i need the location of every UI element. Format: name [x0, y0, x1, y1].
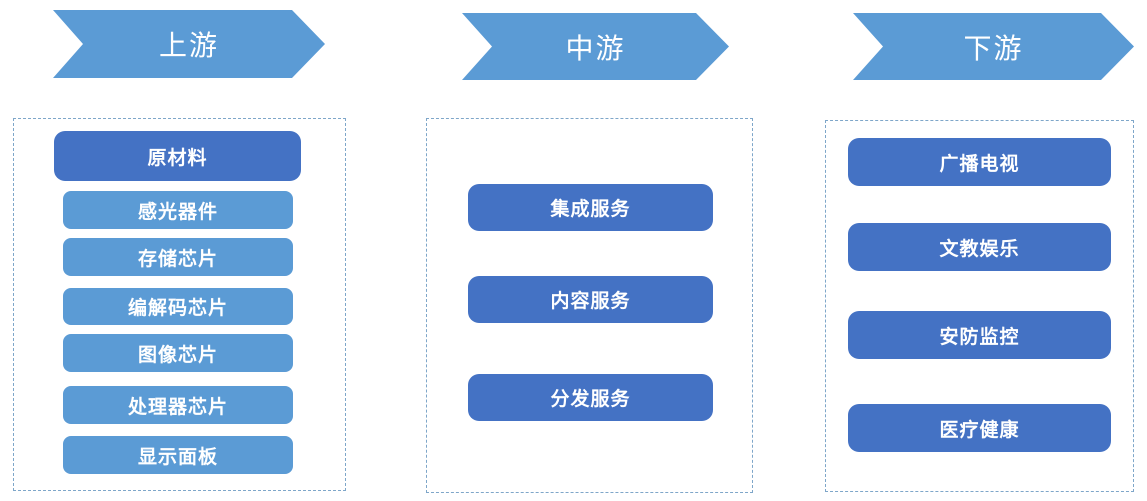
chain-item-broadcast-tv: 广播电视 [848, 138, 1111, 186]
chain-item-memory-chip: 存储芯片 [63, 238, 293, 276]
chain-item-raw-materials: 原材料 [54, 131, 301, 181]
upstream-stage-arrow: 上游 [53, 10, 325, 78]
chain-item-processor-chip: 处理器芯片 [63, 386, 293, 424]
chain-item-integration-service: 集成服务 [468, 184, 713, 231]
chain-item-content-service: 内容服务 [468, 276, 713, 323]
downstream-stage-arrow: 下游 [853, 13, 1134, 80]
chain-item-codec-chip: 编解码芯片 [63, 288, 293, 325]
midstream-stage-arrow: 中游 [462, 13, 729, 80]
midstream-stage-box: 集成服务 内容服务 分发服务 [426, 118, 753, 493]
chain-item-display-panel: 显示面板 [63, 436, 293, 474]
downstream-stage-box: 广播电视 文教娱乐 安防监控 医疗健康 [825, 120, 1134, 492]
chain-item-medical-health: 医疗健康 [848, 404, 1111, 452]
chain-item-distribution-service: 分发服务 [468, 374, 713, 421]
chain-item-culture-entertainment: 文教娱乐 [848, 223, 1111, 271]
chain-item-image-chip: 图像芯片 [63, 334, 293, 372]
chain-item-photosensitive: 感光器件 [63, 191, 293, 229]
upstream-stage-box: 原材料 感光器件 存储芯片 编解码芯片 图像芯片 处理器芯片 显示面板 [13, 118, 346, 491]
chain-item-security-monitoring: 安防监控 [848, 311, 1111, 359]
